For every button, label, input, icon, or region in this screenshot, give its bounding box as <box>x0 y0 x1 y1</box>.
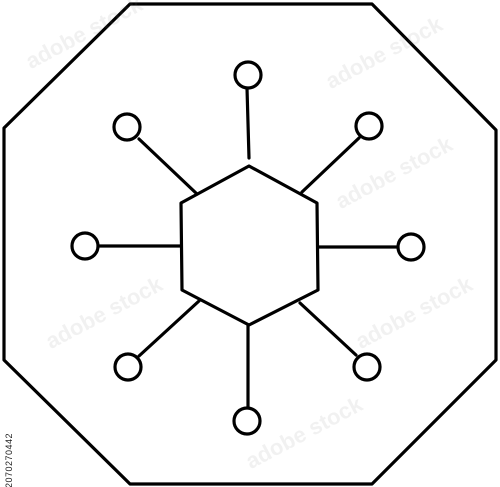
node-top-right <box>354 111 384 141</box>
spoke-top <box>245 86 251 160</box>
watermark-id: 2070270442 <box>4 432 14 487</box>
spoke-top-right <box>300 136 361 194</box>
spoke-top-left <box>137 137 199 196</box>
node-bottom-right <box>352 352 382 382</box>
spoke-bottom-left <box>137 299 201 358</box>
center-hexagon <box>179 164 320 327</box>
node-top-left <box>112 112 142 142</box>
node-left <box>70 231 100 261</box>
node-top <box>233 60 263 90</box>
node-bottom <box>232 406 262 436</box>
node-bottom-left <box>113 352 143 382</box>
spoke-bottom-right <box>298 301 358 357</box>
node-right <box>396 232 426 262</box>
